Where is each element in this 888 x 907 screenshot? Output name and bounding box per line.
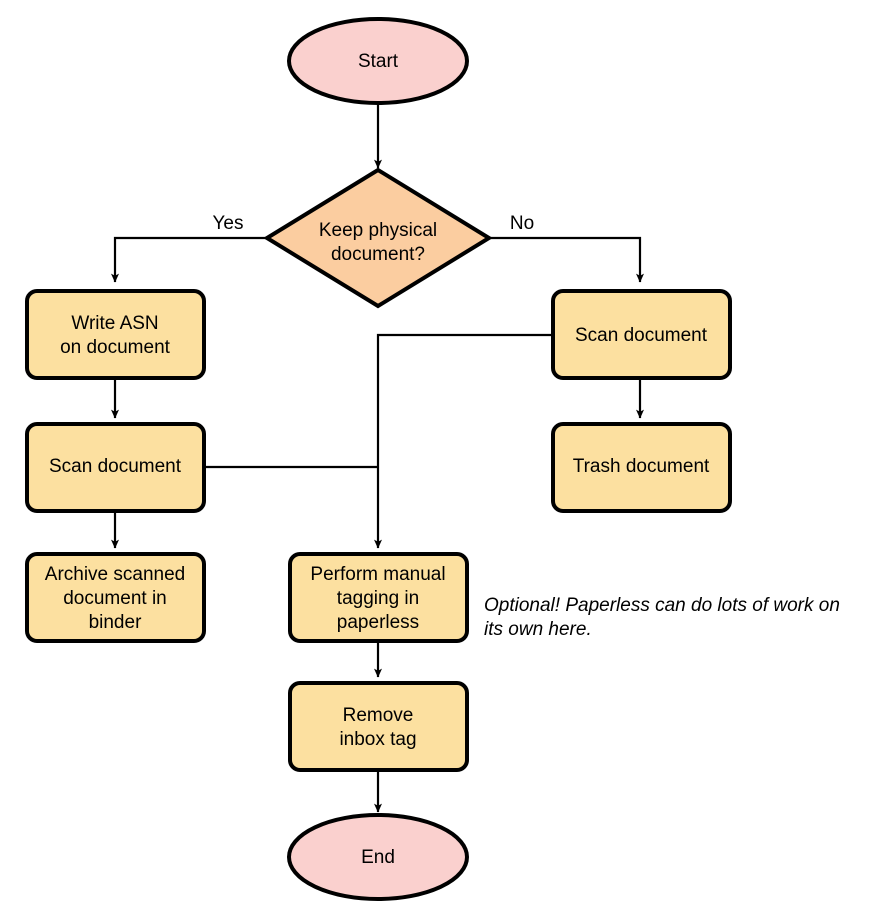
annotation-note: Optional! Paperless can do lots of work … <box>484 595 840 640</box>
node-end[interactable]: End <box>287 813 469 901</box>
node-scan-document-right[interactable]: Scan document <box>551 289 732 380</box>
decision-diamond <box>263 167 493 309</box>
annotation-line1: Optional! Paperless can do lots of work … <box>484 595 840 616</box>
node-remove-inbox-tag[interactable]: Remove inbox tag <box>288 681 469 772</box>
remove-inbox-label-line1: Remove <box>343 705 414 726</box>
archive-label-line3: binder <box>89 612 142 633</box>
node-perform-manual-tagging[interactable]: Perform manual tagging in paperless <box>288 552 469 643</box>
archive-label-line1: Archive scanned <box>45 564 185 585</box>
connector-scan-right-to-tagging <box>374 333 553 549</box>
edge-label-no: No <box>510 213 534 234</box>
edge-label-yes: Yes <box>213 213 244 234</box>
remove-inbox-label-line2: inbox tag <box>339 729 416 750</box>
node-trash-document[interactable]: Trash document <box>551 422 732 513</box>
node-start[interactable]: Start <box>287 17 469 105</box>
node-decision-keep-physical-document[interactable]: Keep physical document? <box>263 167 493 309</box>
scan-right-box <box>551 289 732 380</box>
trash-label: Trash document <box>573 456 710 477</box>
annotation-line2: its own here. <box>484 619 592 640</box>
decision-label-line2: document? <box>331 244 425 265</box>
write-asn-box <box>25 289 206 380</box>
node-archive-scanned-document[interactable]: Archive scanned document in binder <box>25 552 206 643</box>
node-scan-document-left[interactable]: Scan document <box>25 422 206 513</box>
tagging-label-line3: paperless <box>337 612 419 633</box>
write-asn-label-line1: Write ASN <box>71 313 158 334</box>
tagging-label-line2: tagging in <box>337 588 419 609</box>
remove-inbox-box <box>288 681 469 772</box>
trash-box <box>551 422 732 513</box>
archive-label-line2: document in <box>63 588 167 609</box>
archive-box <box>25 552 206 643</box>
scan-left-box <box>25 422 206 513</box>
end-label: End <box>361 847 395 868</box>
node-write-asn[interactable]: Write ASN on document <box>25 289 206 380</box>
end-ellipse <box>287 813 469 901</box>
scan-right-label: Scan document <box>575 325 708 346</box>
tagging-box <box>288 552 469 643</box>
start-label: Start <box>358 51 399 72</box>
scan-left-label: Scan document <box>49 456 182 477</box>
tagging-label-line1: Perform manual <box>310 564 445 585</box>
decision-label-line1: Keep physical <box>319 220 437 241</box>
write-asn-label-line2: on document <box>60 337 171 358</box>
start-ellipse <box>287 17 469 105</box>
connector-yes-to-write-asn <box>111 236 268 283</box>
connector-no-to-scan-right <box>489 236 644 283</box>
